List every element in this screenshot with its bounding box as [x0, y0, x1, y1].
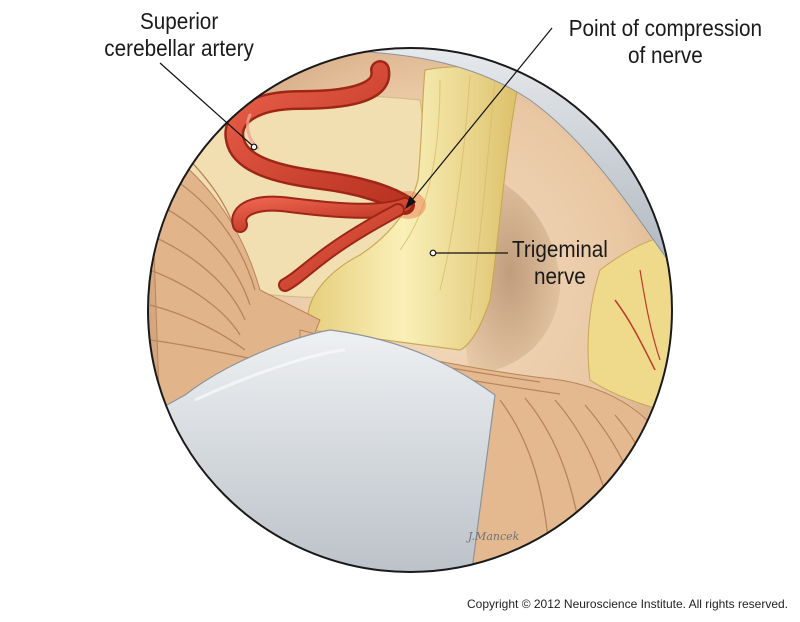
- superior-cerebellar-artery: [224, 60, 415, 292]
- label-line: of nerve: [627, 42, 703, 68]
- label-line: Trigeminal: [512, 236, 608, 262]
- leader-line-artery: [159, 62, 255, 148]
- label-line: Superior: [139, 8, 219, 34]
- label-trigeminal-nerve: Trigeminal nerve: [512, 236, 608, 290]
- surgical-field: J.Mancek: [148, 48, 672, 572]
- leader-arrowhead: [405, 196, 416, 209]
- label-line: Point of compression: [568, 15, 763, 41]
- label-point-of-compression: Point of compression of nerve: [569, 15, 762, 69]
- artist-signature: J.Mancek: [466, 530, 520, 543]
- leader-line-compression: [407, 27, 553, 206]
- field-border: [147, 47, 673, 573]
- label-line: nerve: [534, 263, 586, 289]
- label-superior-cerebellar-artery: Superior cerebellar artery: [104, 8, 254, 62]
- label-line: cerebellar artery: [104, 35, 254, 61]
- copyright-notice: Copyright © 2012 Neuroscience Institute.…: [467, 597, 788, 611]
